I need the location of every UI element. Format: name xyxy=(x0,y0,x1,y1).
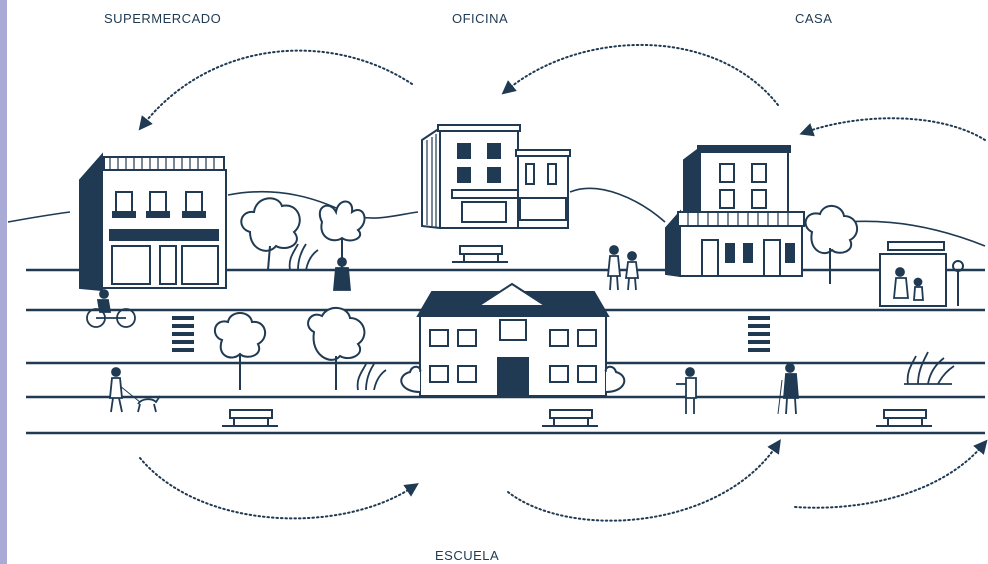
arrow-to-escuela xyxy=(139,457,419,520)
label-escuela: ESCUELA xyxy=(435,548,500,563)
shrubs xyxy=(288,243,955,391)
arrow-oficina xyxy=(501,43,779,106)
benches xyxy=(222,245,932,427)
arrow-out-right xyxy=(794,439,988,509)
left-frame-edge xyxy=(0,0,7,564)
route-arrows xyxy=(138,43,988,522)
crosswalks xyxy=(172,316,770,352)
casa-building xyxy=(665,145,805,278)
arrow-supermercado xyxy=(138,49,413,131)
arrow-escuela-out xyxy=(507,439,781,522)
bus-stop xyxy=(879,241,964,307)
label-supermercado: SUPERMERCADO xyxy=(104,11,222,26)
escuela-building xyxy=(400,282,626,397)
supermercado-building xyxy=(79,152,227,292)
arrow-casa xyxy=(799,117,986,141)
trees xyxy=(213,197,859,390)
oficina-building xyxy=(421,124,571,230)
people xyxy=(86,245,924,415)
label-casa: CASA xyxy=(795,11,833,26)
label-oficina: OFICINA xyxy=(452,11,509,26)
